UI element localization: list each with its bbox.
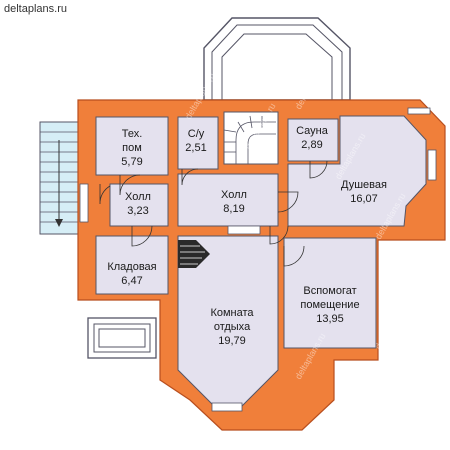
room-label-wc-0: С/у xyxy=(188,128,205,140)
room-label-tech-1: пом xyxy=(122,142,142,154)
entrance-steps xyxy=(39,121,79,235)
room-label-storage-0: Кладовая xyxy=(107,261,156,273)
lightwell xyxy=(87,317,157,359)
room-label-lounge-1: отдыха xyxy=(214,321,251,333)
room-tech xyxy=(95,116,169,176)
room-label-hall-1: 8,19 xyxy=(223,203,244,215)
room-label-aux-2: 13,95 xyxy=(316,313,344,325)
room-shower xyxy=(287,115,427,227)
room-label-wc-1: 2,51 xyxy=(185,142,206,154)
room-label-lounge-0: Комната xyxy=(210,307,254,319)
room-label-storage-1: 6,47 xyxy=(121,275,142,287)
site-name: deltaplans.ru xyxy=(4,3,67,15)
bay-window-top xyxy=(203,17,351,101)
room-label-hall-small-1: 3,23 xyxy=(127,205,148,217)
room-label-sauna-0: Сауна xyxy=(296,125,329,137)
room-aux xyxy=(283,237,377,349)
room-label-lounge-2: 19,79 xyxy=(218,335,246,347)
room-label-shower-0: Душевая xyxy=(341,179,387,191)
room-label-aux-1: помещение xyxy=(300,299,359,311)
staircase xyxy=(223,115,276,164)
room-label-aux-0: Вспомогат xyxy=(303,285,356,297)
windows xyxy=(79,107,437,412)
room-wc xyxy=(177,116,219,170)
watermark-text: deltaplans.ru xyxy=(393,251,427,301)
room-label-sauna-1: 2,89 xyxy=(301,139,322,151)
stair-down xyxy=(178,240,210,268)
doors xyxy=(99,160,328,267)
room-sauna xyxy=(287,118,339,162)
room-label-shower-1: 16,07 xyxy=(350,193,378,205)
room-label-hall-small-0: Холл xyxy=(125,191,151,203)
room-label-hall-0: Холл xyxy=(221,189,247,201)
room-hall xyxy=(177,173,279,227)
room-label-tech-2: 5,79 xyxy=(121,156,142,168)
room-label-tech-0: Тех. xyxy=(122,128,143,140)
